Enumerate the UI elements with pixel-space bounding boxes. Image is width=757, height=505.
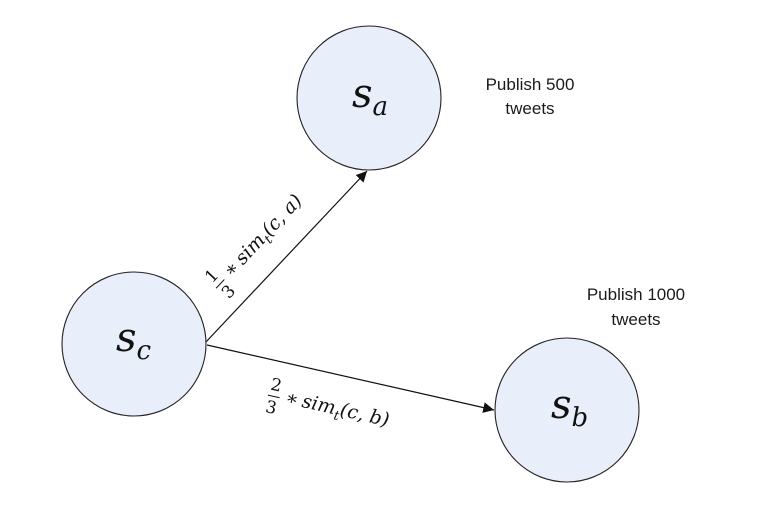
edge-c-to-b-arrow — [206, 344, 495, 413]
node-s-a-note-line1: Publish 500 — [486, 75, 575, 94]
edge-c-to-b-frac-bar — [267, 394, 280, 399]
node-s-c-label: sc — [116, 315, 152, 366]
node-s-b-label: sb — [551, 382, 588, 433]
node-s-c: sc — [61, 271, 207, 417]
edge-c-to-a-frac-den: 3 — [218, 281, 240, 303]
node-s-b-note-line1: Publish 1000 — [587, 285, 685, 304]
edge-c-to-b-frac-num: 2 — [269, 375, 284, 397]
node-s-a-note-line2: tweets — [505, 99, 554, 118]
node-s-a: sa — [296, 25, 442, 171]
edge-c-to-a-frac-bar — [215, 279, 225, 289]
node-s-b: sb — [494, 337, 640, 483]
edge-c-to-a-arrow — [204, 170, 368, 344]
edge-c-to-b-label: 2 3 ∗simt(c, b) — [264, 375, 392, 435]
node-s-a-circle — [296, 25, 442, 171]
edge-c-to-b-expr: ∗simt(c, b) — [283, 386, 392, 435]
node-s-c-circle — [61, 271, 207, 417]
node-s-a-label: sa — [352, 71, 388, 122]
edge-c-to-a-expr: ∗simt(c, a) — [219, 190, 310, 284]
edge-c-to-b-frac-den: 3 — [264, 397, 279, 419]
node-s-b-circle — [494, 337, 640, 483]
node-s-b-note-line2: tweets — [611, 310, 660, 329]
